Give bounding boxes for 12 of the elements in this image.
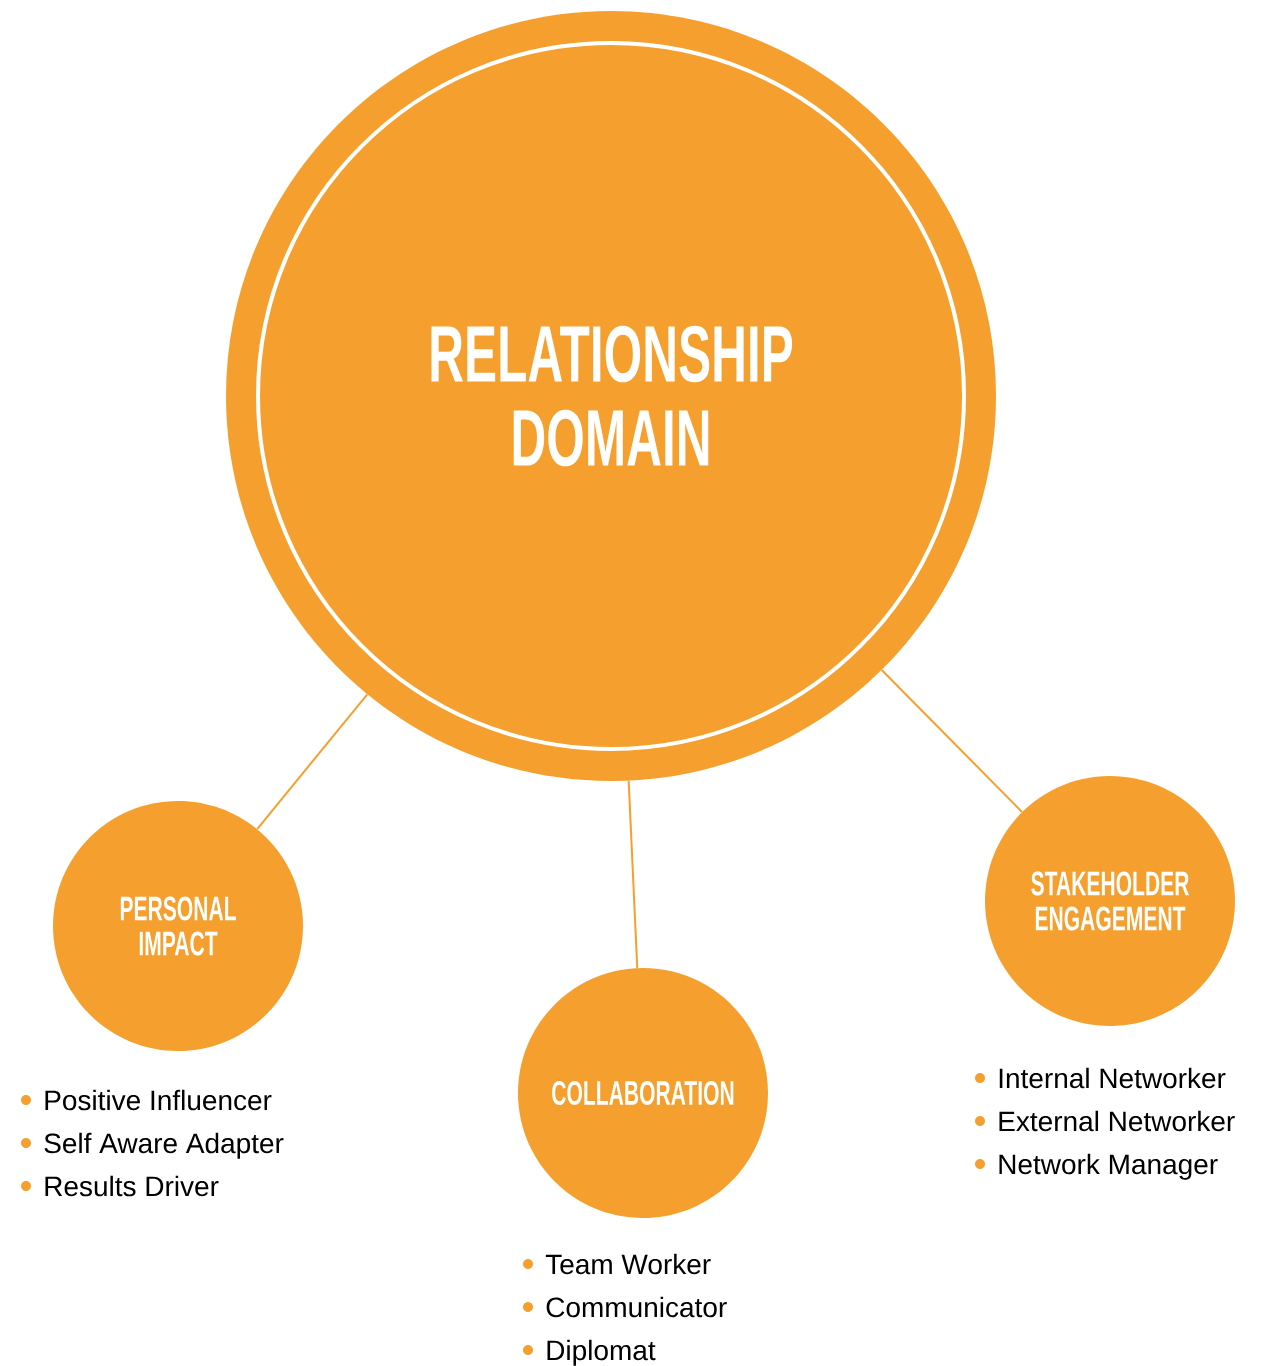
bullet-item: Team Worker [523, 1253, 711, 1275]
connector-line [256, 693, 369, 831]
bullet-item: Internal Networker [975, 1067, 1226, 1089]
bullet-item: Positive Influencer [21, 1089, 272, 1111]
bullet-item: Self Aware Adapter [21, 1132, 284, 1159]
bullet-item: Network Manager [975, 1153, 1218, 1180]
bullet-item: Communicator [523, 1296, 727, 1318]
connector-line [627, 779, 639, 969]
connector-line [880, 669, 1023, 813]
bullet-item: External Networker [975, 1110, 1235, 1132]
bullet-item: Results Driver [21, 1175, 219, 1197]
bullet-item: Diplomat [523, 1339, 656, 1366]
